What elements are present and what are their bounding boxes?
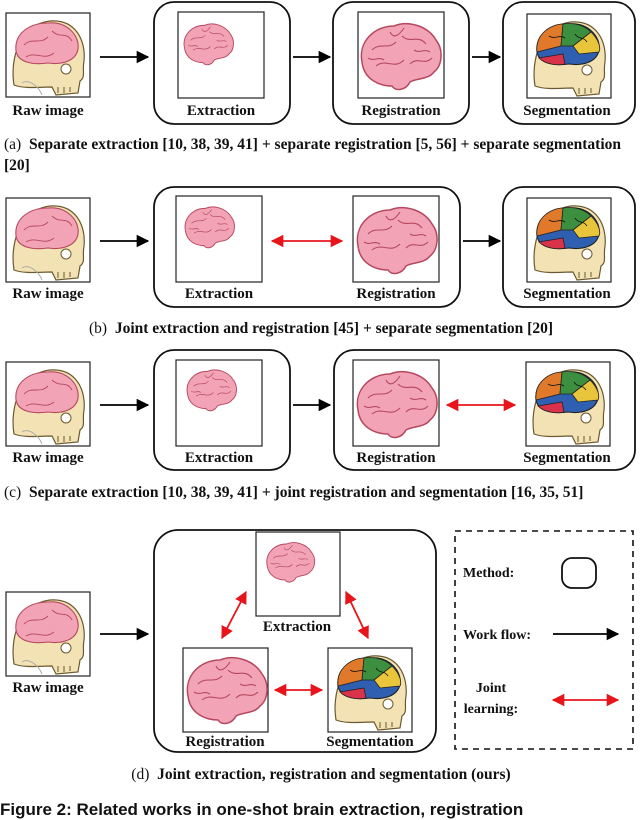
segmented-head-d xyxy=(327,647,413,733)
raw-image-c xyxy=(5,361,91,447)
raw-label-b: Raw image xyxy=(12,286,84,302)
row-c: Raw image Extraction Registration Segmen… xyxy=(5,349,636,471)
segmentation-label-b: Segmentation xyxy=(523,286,611,302)
joint-arrow-d-ext-seg xyxy=(345,590,369,640)
legend-method-symbol xyxy=(561,557,597,589)
extraction-label-d: Extraction xyxy=(263,619,332,635)
caption-d-prefix: (d) xyxy=(131,766,150,783)
segmented-head-c xyxy=(525,361,611,447)
row-d: Raw image Extraction Registration Segmen… xyxy=(5,529,437,753)
row-a: Raw image Extraction Registration Segmen… xyxy=(5,1,636,125)
segmented-head-a xyxy=(526,13,612,99)
caption-c-text: Separate extraction [10, 38, 39, 41] + j… xyxy=(28,484,584,501)
legend-workflow-label: Work flow: xyxy=(463,628,531,643)
legend-joint-label-1: Joint xyxy=(476,681,507,696)
caption-a: (a) Separate extraction [10, 38, 39, 41]… xyxy=(4,134,638,176)
segmentation-label-d: Segmentation xyxy=(326,734,414,750)
method-box-segmentation-b xyxy=(502,186,636,308)
legend-box xyxy=(454,530,634,750)
legend-joint-label-2: learning: xyxy=(464,702,518,717)
registration-label-b: Registration xyxy=(356,286,436,302)
raw-label-c: Raw image xyxy=(12,450,84,466)
caption-c-prefix: (c) xyxy=(4,484,22,501)
segmentation-label-a: Segmentation xyxy=(523,103,611,119)
method-box-extraction-a xyxy=(153,1,291,125)
segmentation-label-c: Segmentation xyxy=(523,450,611,466)
extraction-label-c: Extraction xyxy=(185,450,254,466)
registration-label-a: Registration xyxy=(361,103,441,119)
row-b: Raw image Extraction Registration Segmen… xyxy=(5,186,636,308)
joint-arrow-d-ext-reg xyxy=(221,590,247,640)
caption-c: (c) Separate extraction [10, 38, 39, 41]… xyxy=(4,482,638,503)
caption-d-text: Joint extraction, registration and segme… xyxy=(157,766,511,783)
extraction-label-b: Extraction xyxy=(185,286,254,302)
caption-b-prefix: (b) xyxy=(89,320,108,337)
segmented-head-b xyxy=(526,197,612,283)
method-box-joint-c xyxy=(333,349,636,471)
extraction-label-a: Extraction xyxy=(187,103,256,119)
raw-label-a: Raw image xyxy=(12,103,84,119)
method-box-joint-d xyxy=(153,529,437,753)
registration-label-d: Registration xyxy=(185,734,265,750)
raw-image-b xyxy=(5,197,91,283)
legend-method-label: Method: xyxy=(463,566,514,581)
method-box-extraction-c xyxy=(153,349,291,471)
caption-a-prefix: (a) xyxy=(4,136,22,153)
method-box-segmentation-a xyxy=(502,1,636,125)
caption-d: (d) Joint extraction, registration and s… xyxy=(4,764,638,785)
caption-b-text: Joint extraction and registration [45] +… xyxy=(114,320,553,337)
method-box-registration-a xyxy=(332,1,470,125)
caption-a-text: Separate extraction [10, 38, 39, 41] + s… xyxy=(4,136,621,174)
raw-label-d: Raw image xyxy=(12,680,84,696)
raw-image-d xyxy=(5,591,91,677)
method-box-joint-b xyxy=(153,186,461,308)
registration-label-c: Registration xyxy=(356,450,436,466)
figure-caption: Figure 2: Related works in one-shot brai… xyxy=(0,800,524,819)
caption-b: (b) Joint extraction and registration [4… xyxy=(4,318,638,339)
legend: Method: Work flow: Joint learning: xyxy=(454,530,634,750)
raw-image-a xyxy=(5,12,91,98)
